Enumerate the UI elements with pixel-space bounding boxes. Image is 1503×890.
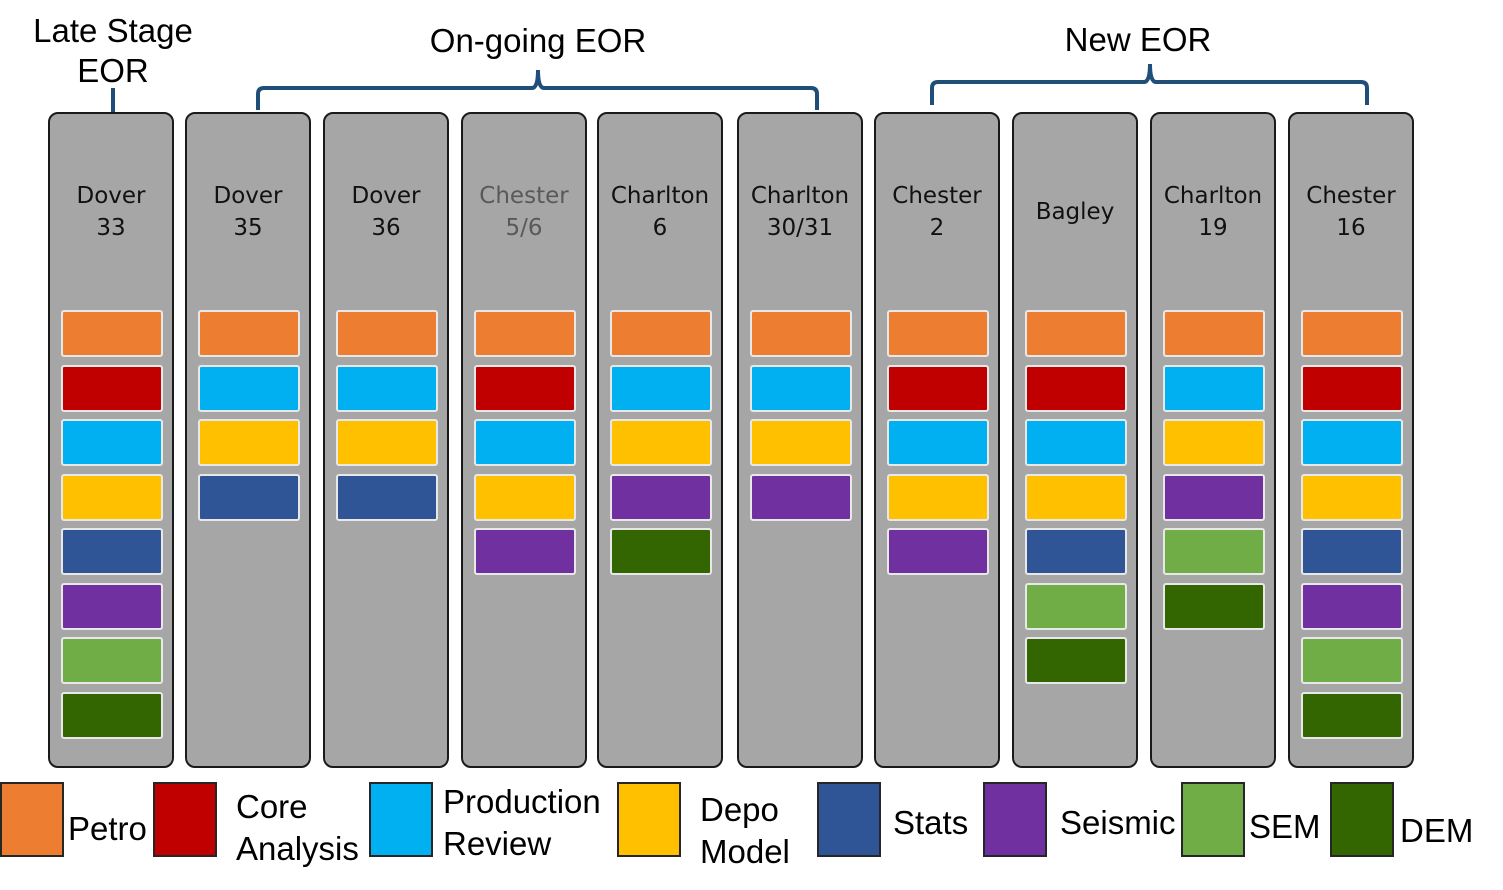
task-box-petro — [750, 310, 852, 357]
task-box-depo — [1163, 419, 1265, 466]
task-box-petro — [1163, 310, 1265, 357]
header-late-stage-eor: Late Stage EOR — [33, 12, 193, 89]
task-box-prod — [750, 364, 852, 412]
task-box-dem — [1301, 691, 1403, 739]
task-box-prod — [474, 419, 576, 466]
legend-label-petro: Petro — [68, 810, 147, 847]
task-box-seismic — [1163, 473, 1265, 521]
task-box-seismic — [610, 473, 712, 521]
task-box-depo — [474, 473, 576, 521]
project-column: Charlton 19 — [1150, 112, 1276, 768]
legend-swatch-sem — [1181, 782, 1245, 857]
legend-swatch-petro — [0, 782, 64, 857]
task-box-sem — [1163, 528, 1265, 575]
project-name: Charlton 6 — [610, 183, 710, 241]
task-box-petro — [610, 310, 712, 357]
task-box-sem — [1301, 637, 1403, 684]
legend-label-depo: Depo Model — [700, 791, 790, 870]
legend-label-dem: DEM — [1400, 812, 1474, 849]
header-new-eor: New EOR — [1064, 21, 1212, 58]
task-box-seismic — [61, 582, 163, 630]
project-name: Dover 35 — [213, 183, 283, 241]
task-box-prod — [1301, 419, 1403, 466]
task-box-depo — [198, 419, 300, 466]
task-box-petro — [198, 310, 300, 357]
header-ongoing-eor: On-going EOR — [429, 22, 647, 59]
task-box-stats — [1301, 528, 1403, 575]
task-box-petro — [61, 310, 163, 357]
task-box-depo — [1301, 473, 1403, 521]
task-box-petro — [336, 310, 438, 357]
task-box-dem — [610, 528, 712, 575]
legend-swatch-stats — [817, 782, 881, 857]
legend-label-stats: Stats — [893, 804, 969, 841]
project-column: Charlton 30/31 — [737, 112, 863, 768]
task-box-prod — [887, 419, 989, 466]
new-bracket — [930, 63, 1369, 105]
project-column: Charlton 6 — [597, 112, 723, 768]
project-column: Dover 36 — [323, 112, 449, 768]
legend-label-prod: Production Review — [443, 783, 601, 862]
legend-label-core: Core Analysis — [236, 788, 359, 867]
project-name: Dover 33 — [76, 183, 146, 241]
task-box-stats — [336, 473, 438, 521]
task-box-seismic — [1301, 582, 1403, 630]
task-box-sem — [61, 637, 163, 684]
project-name: Chester 5/6 — [479, 183, 569, 241]
project-column: Chester 2 — [874, 112, 1000, 768]
project-name: Charlton 30/31 — [750, 183, 850, 241]
task-box-seismic — [750, 473, 852, 521]
legend-swatch-seismic — [983, 782, 1047, 857]
project-name: Bagley — [1035, 199, 1115, 225]
legend-swatch-prod — [369, 782, 433, 857]
project-name: Dover 36 — [351, 183, 421, 241]
task-box-prod — [610, 364, 712, 412]
task-box-petro — [1025, 310, 1127, 357]
project-column: Chester 16 — [1288, 112, 1414, 768]
legend-swatch-dem — [1330, 782, 1394, 857]
ongoing-bracket — [256, 69, 819, 110]
task-box-petro — [1301, 310, 1403, 357]
task-box-prod — [61, 419, 163, 466]
task-box-dem — [1163, 582, 1265, 630]
task-box-prod — [198, 364, 300, 412]
task-box-sem — [1025, 582, 1127, 630]
task-box-stats — [1025, 528, 1127, 575]
task-box-prod — [1025, 419, 1127, 466]
project-column: Dover 33 — [48, 112, 174, 768]
task-box-seismic — [887, 528, 989, 575]
task-box-stats — [61, 528, 163, 575]
project-name: Chester 2 — [892, 183, 982, 241]
task-box-core — [1025, 364, 1127, 412]
project-column: Chester 5/6 — [461, 112, 587, 768]
task-box-core — [474, 364, 576, 412]
project-column: Dover 35 — [185, 112, 311, 768]
project-name: Charlton 19 — [1163, 183, 1263, 241]
task-box-depo — [750, 419, 852, 466]
task-box-depo — [610, 419, 712, 466]
task-box-dem — [1025, 637, 1127, 684]
task-box-prod — [1163, 364, 1265, 412]
task-box-core — [1301, 364, 1403, 412]
legend-label-seismic: Seismic — [1060, 804, 1176, 841]
task-box-prod — [336, 364, 438, 412]
legend-swatch-core — [153, 782, 217, 857]
task-box-stats — [198, 473, 300, 521]
legend-swatch-depo — [617, 782, 681, 857]
task-box-depo — [887, 473, 989, 521]
task-box-core — [887, 364, 989, 412]
task-box-seismic — [474, 528, 576, 575]
task-box-depo — [61, 473, 163, 521]
task-box-petro — [474, 310, 576, 357]
legend-label-sem: SEM — [1249, 808, 1321, 845]
project-name: Chester 16 — [1306, 183, 1396, 241]
task-box-core — [61, 364, 163, 412]
task-box-depo — [1025, 473, 1127, 521]
project-column: Bagley — [1012, 112, 1138, 768]
task-box-dem — [61, 691, 163, 739]
task-box-petro — [887, 310, 989, 357]
task-box-depo — [336, 419, 438, 466]
